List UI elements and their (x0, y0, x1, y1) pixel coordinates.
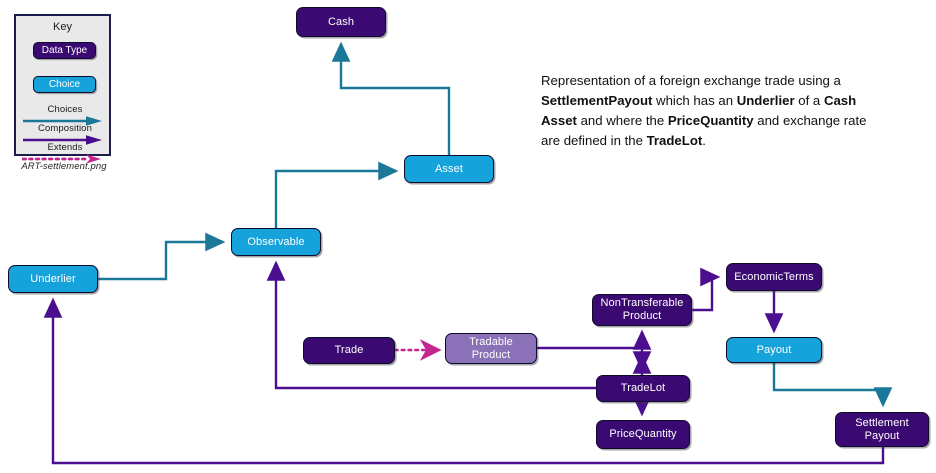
description-text: Representation of a foreign exchange tra… (541, 71, 871, 151)
desc-tradelot: TradeLot (646, 133, 703, 148)
edge-nontransferable-product-to-economicterms (692, 267, 721, 312)
desc-line3-a1: and where the (576, 113, 668, 128)
key-caption: ART-settlement.png (21, 161, 107, 172)
node-label: Underlier (30, 272, 76, 285)
key-panel: Key Data Type Choice Choices Composition… (14, 14, 111, 164)
node-label: Trade (334, 344, 364, 356)
node-pricequantity[interactable]: PriceQuantity (596, 420, 690, 449)
node-label: Asset (434, 162, 463, 175)
extends-arrow-icon (22, 154, 101, 164)
node-cash[interactable]: Cash (296, 7, 386, 37)
desc-underlier: Underlier (736, 93, 795, 108)
key-chip-choice: Choice (33, 76, 96, 93)
node-label: NonTransferable Product (600, 297, 684, 322)
desc-settlementpayout: SettlementPayout (541, 93, 653, 108)
edge-payout-to-settlement-payout (772, 363, 893, 408)
key-title: Key (53, 21, 72, 33)
desc-line2-a2: of a (794, 93, 824, 108)
node-trade[interactable]: Trade (303, 337, 395, 364)
desc-line2-a1: which has an (652, 93, 737, 108)
desc-line3-a2: and (753, 113, 783, 128)
node-observable[interactable]: Observable (231, 228, 321, 256)
node-label: TradeLot (620, 382, 666, 394)
edges-composition (43, 260, 885, 465)
composition-arrow-icon (23, 135, 102, 145)
choices-arrow-icon (23, 116, 102, 126)
key-chip-label: Choice (48, 79, 81, 90)
edge-underlier-to-observable (98, 232, 226, 281)
node-economicterms[interactable]: EconomicTerms (726, 263, 822, 291)
node-label: EconomicTerms (734, 270, 814, 283)
key-legend-composition: Composition (22, 123, 108, 147)
key-legend-choices: Choices (22, 104, 108, 128)
node-payout[interactable]: Payout (726, 337, 822, 363)
edges-choices (98, 41, 893, 408)
key-legend-extends: Extends (22, 142, 108, 166)
node-asset[interactable]: Asset (404, 155, 494, 183)
desc-pricequantity: PriceQuantity (667, 113, 754, 128)
node-label: Tradable Product (469, 335, 513, 361)
node-settlement-payout[interactable]: Settlement Payout (835, 412, 929, 447)
key-chip-data-type: Data Type (33, 42, 96, 59)
node-label: Payout (756, 343, 792, 356)
desc-line4-a2: . (702, 133, 706, 148)
key-legend-label: Choices (47, 104, 83, 115)
desc-line1-a: Representation of a foreign exchange tra… (541, 73, 841, 88)
node-tradable-product[interactable]: Tradable Product (445, 333, 537, 364)
key-chip-label: Data Type (41, 45, 88, 56)
edge-settlement-payout-to-underlier (43, 297, 885, 465)
edge-asset-to-cash (331, 41, 451, 155)
key-legend-label: Composition (38, 123, 92, 134)
edge-observable-to-asset (274, 161, 399, 228)
edge-tradable-product-to-nontransferable-product (537, 329, 652, 350)
node-underlier[interactable]: Underlier (8, 265, 98, 293)
node-tradelot[interactable]: TradeLot (596, 375, 690, 402)
edge-tradelot-to-observable (266, 260, 596, 390)
desc-line4-a1: exchange rate are defined in the (541, 113, 867, 148)
node-label: Cash (327, 15, 355, 28)
node-label: Observable (247, 235, 305, 248)
desc-cash-asset: Cash Asset (541, 93, 857, 128)
node-label: PriceQuantity (609, 428, 677, 440)
node-label: Settlement Payout (855, 416, 909, 442)
node-nontransferable-product[interactable]: NonTransferable Product (592, 294, 692, 326)
key-legend-label: Extends (47, 142, 83, 153)
